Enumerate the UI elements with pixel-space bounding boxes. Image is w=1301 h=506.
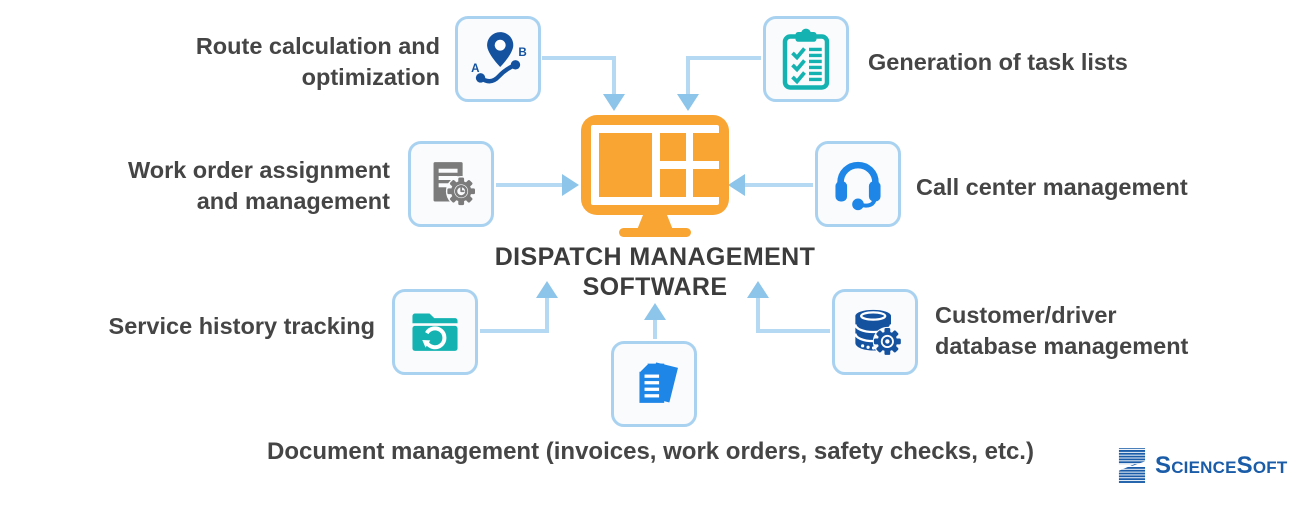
label-customer-database: Customer/driver database management bbox=[935, 302, 1189, 359]
label-service-history: Service history tracking bbox=[108, 313, 375, 339]
arrowhead bbox=[562, 174, 579, 196]
route-start-letter: A bbox=[471, 62, 480, 75]
arrow-tasklist-to-center bbox=[686, 56, 761, 96]
label-call-center: Call center management bbox=[916, 174, 1188, 200]
diagram-title: DISPATCH MANAGEMENT SOFTWARE bbox=[494, 243, 816, 301]
label-document-management: Document management (invoices, work orde… bbox=[267, 438, 1034, 465]
card-task-lists bbox=[763, 16, 849, 102]
card-document-management bbox=[611, 341, 697, 427]
arrowhead bbox=[677, 94, 699, 111]
route-end-letter: B bbox=[518, 46, 526, 59]
sciencesoft-logo-icon bbox=[1118, 448, 1146, 483]
folder-history-icon bbox=[412, 313, 458, 351]
headset-icon bbox=[835, 161, 881, 211]
label-route-calculation: Route calculation and optimization bbox=[195, 33, 440, 90]
card-call-center bbox=[815, 141, 901, 227]
arrowhead bbox=[728, 174, 745, 196]
arrow-route-to-center bbox=[542, 56, 616, 96]
card-customer-database bbox=[832, 289, 918, 375]
dispatch-software-monitor bbox=[580, 114, 730, 244]
database-gear-icon bbox=[854, 309, 902, 356]
route-icon: A B bbox=[471, 32, 527, 84]
work-order-gear-clock-icon bbox=[433, 162, 477, 207]
documents-icon bbox=[638, 360, 681, 405]
card-route-calculation: A B bbox=[455, 16, 541, 102]
card-service-history bbox=[392, 289, 478, 375]
arrowhead bbox=[603, 94, 625, 111]
sciencesoft-logo-text: ScienceSoft bbox=[1155, 452, 1288, 479]
monitor-icon bbox=[581, 115, 729, 237]
arrowhead bbox=[644, 303, 666, 320]
card-work-order bbox=[408, 141, 494, 227]
label-task-lists: Generation of task lists bbox=[868, 49, 1128, 75]
sciencesoft-logo: ScienceSoft bbox=[1116, 447, 1287, 485]
label-work-order: Work order assignment and management bbox=[127, 157, 390, 214]
task-checklist-icon bbox=[782, 28, 830, 90]
